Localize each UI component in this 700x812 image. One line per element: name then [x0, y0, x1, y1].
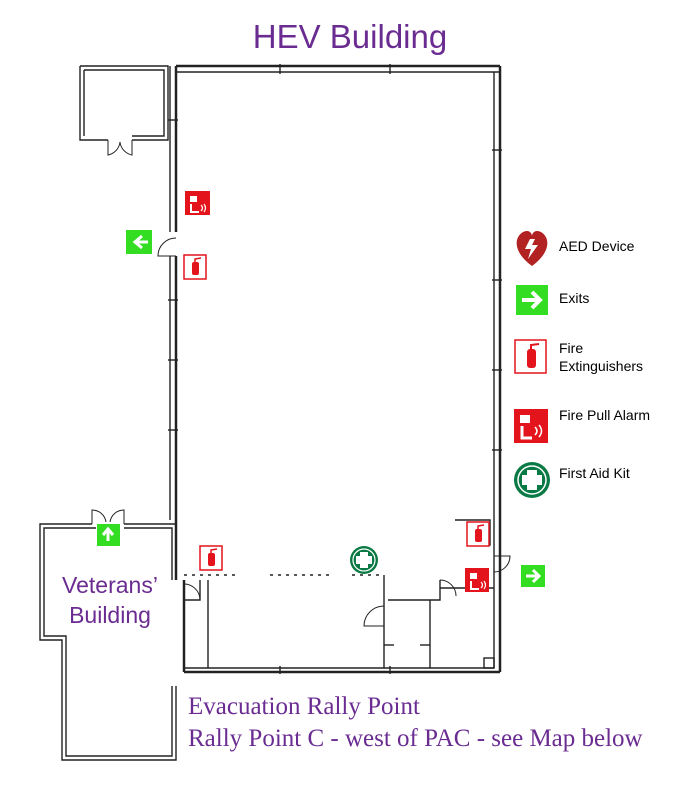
west-door [157, 237, 177, 257]
legend-label-exits: Exits [559, 290, 590, 306]
exit-sign-west [126, 230, 152, 254]
legend-aed-icon [516, 230, 548, 266]
legend-label-first-aid: First Aid Kit [559, 465, 630, 481]
fire-extinguisher-east [466, 521, 490, 547]
fire-extinguisher-west [183, 254, 207, 280]
legend-label-fire-line1: Fire [559, 340, 584, 356]
veterans-label-line1: Veterans’ [62, 572, 158, 598]
legend-label-fire-line2: Extinguishers [559, 358, 644, 374]
fire-extinguisher-south [199, 545, 223, 571]
main-building-walls [168, 64, 502, 674]
rally-point-detail: Rally Point C - west of PAC - see Map be… [188, 725, 643, 752]
pull-alarm-east [465, 568, 489, 592]
veterans-building-label: Veterans’ Building [50, 570, 170, 630]
legend-exit-icon [516, 285, 548, 315]
rally-point-heading: Evacuation Rally Point [188, 693, 420, 720]
exit-sign-east [521, 565, 545, 587]
legend-label-aed: AED Device [559, 238, 635, 254]
veterans-building-walls [39, 509, 177, 761]
interior-partitions [183, 519, 511, 669]
north-annex [79, 65, 169, 156]
legend-fire-extinguisher-icon [514, 339, 547, 374]
exit-sign-veterans [97, 524, 120, 546]
map-title: HEV Building [252, 18, 448, 55]
pull-alarm-north [185, 191, 210, 215]
first-aid-kit-south [350, 546, 378, 574]
legend-first-aid-icon [514, 462, 550, 498]
legend-label-fire-extinguishers: Fire Extinguishers [559, 339, 643, 375]
legend-pull-alarm-icon [514, 409, 548, 443]
legend-label-pull-alarm: Fire Pull Alarm [559, 407, 651, 423]
veterans-label-line2: Building [69, 602, 151, 628]
